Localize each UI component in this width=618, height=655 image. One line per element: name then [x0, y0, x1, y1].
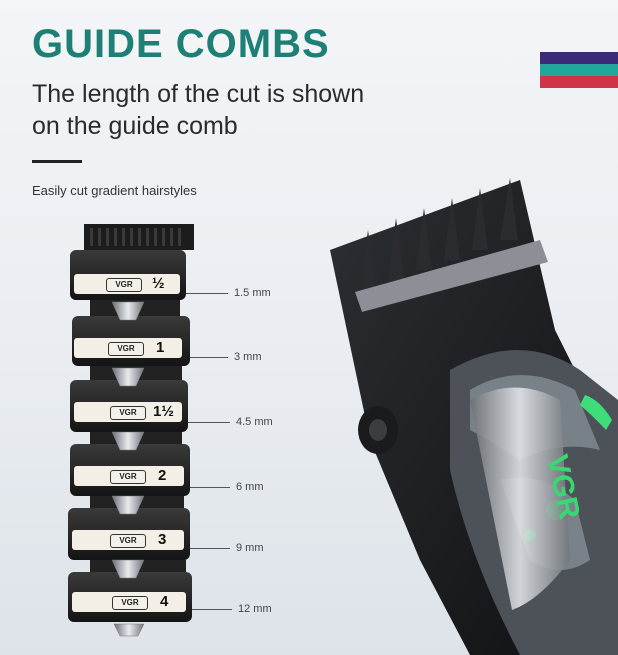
comb-brand-mark: VGR [110, 534, 146, 548]
comb-size-number: ½ [152, 275, 165, 292]
leader-line [188, 422, 230, 423]
comb-brand-mark: VGR [110, 470, 146, 484]
clipper-teeth [360, 178, 518, 290]
length-label-12mm: 12 mm [238, 603, 272, 615]
subheadline: The length of the cut is shown on the gu… [32, 80, 365, 140]
comb-brand-mark: VGR [108, 342, 144, 356]
flag-stripe-purple [540, 52, 618, 64]
leader-line [192, 609, 232, 610]
leader-line [190, 548, 230, 549]
length-label-3mm: 3 mm [234, 351, 262, 363]
comb-size-number: 1 [156, 339, 165, 356]
length-label-1-5mm: 1.5 mm [234, 287, 271, 299]
flag-stripe-teal [540, 64, 618, 76]
tagline: Easily cut gradient hairstyles [32, 183, 197, 198]
leader-line [190, 487, 230, 488]
length-label-6mm: 6 mm [236, 481, 264, 493]
comb-brand-mark: VGR [110, 406, 146, 420]
comb-size-number: 4 [160, 593, 169, 610]
headline: GUIDE COMBS [32, 22, 330, 66]
comb-size-number: 2 [158, 467, 167, 484]
leader-line [190, 357, 228, 358]
comb-brand-mark: VGR [106, 278, 142, 292]
length-label-4-5mm: 4.5 mm [236, 416, 273, 428]
length-label-9mm: 9 mm [236, 542, 264, 554]
color-flag [540, 52, 618, 88]
flag-stripe-red [540, 76, 618, 88]
leader-line [186, 293, 228, 294]
comb-clips [111, 301, 145, 637]
comb-brand-mark: VGR [112, 596, 148, 610]
comb-size-number: 3 [158, 531, 167, 548]
comb-teeth [84, 224, 194, 250]
comb-size-number: 1½ [153, 403, 174, 420]
divider [32, 160, 82, 163]
hair-clipper [330, 178, 618, 655]
